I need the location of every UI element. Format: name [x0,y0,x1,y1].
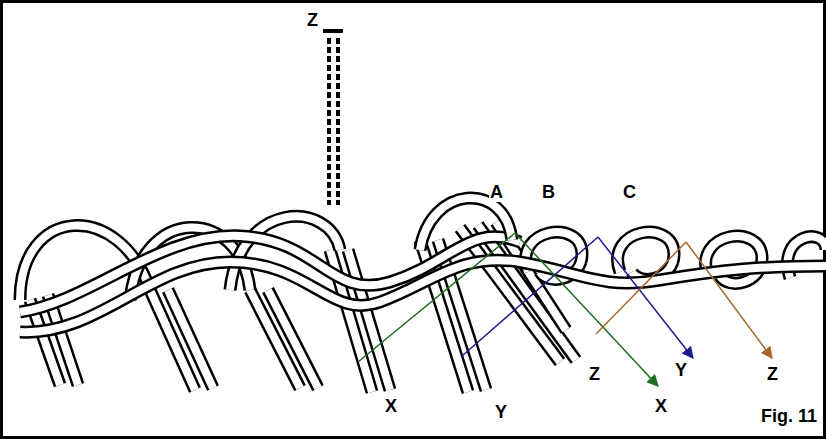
strand-label: Y [674,360,688,380]
strand-label: Z [766,364,779,384]
strand-label: Z [306,10,319,30]
strand-label: B [541,182,556,202]
strand-label: C [622,182,637,202]
strand-label: X [384,396,398,416]
figure-caption: Fig. 11 [760,406,818,426]
strand-label: Y [494,402,508,422]
strand-label: Z [588,364,601,384]
strand-label: A [489,182,504,202]
strand-label: X [654,396,668,416]
